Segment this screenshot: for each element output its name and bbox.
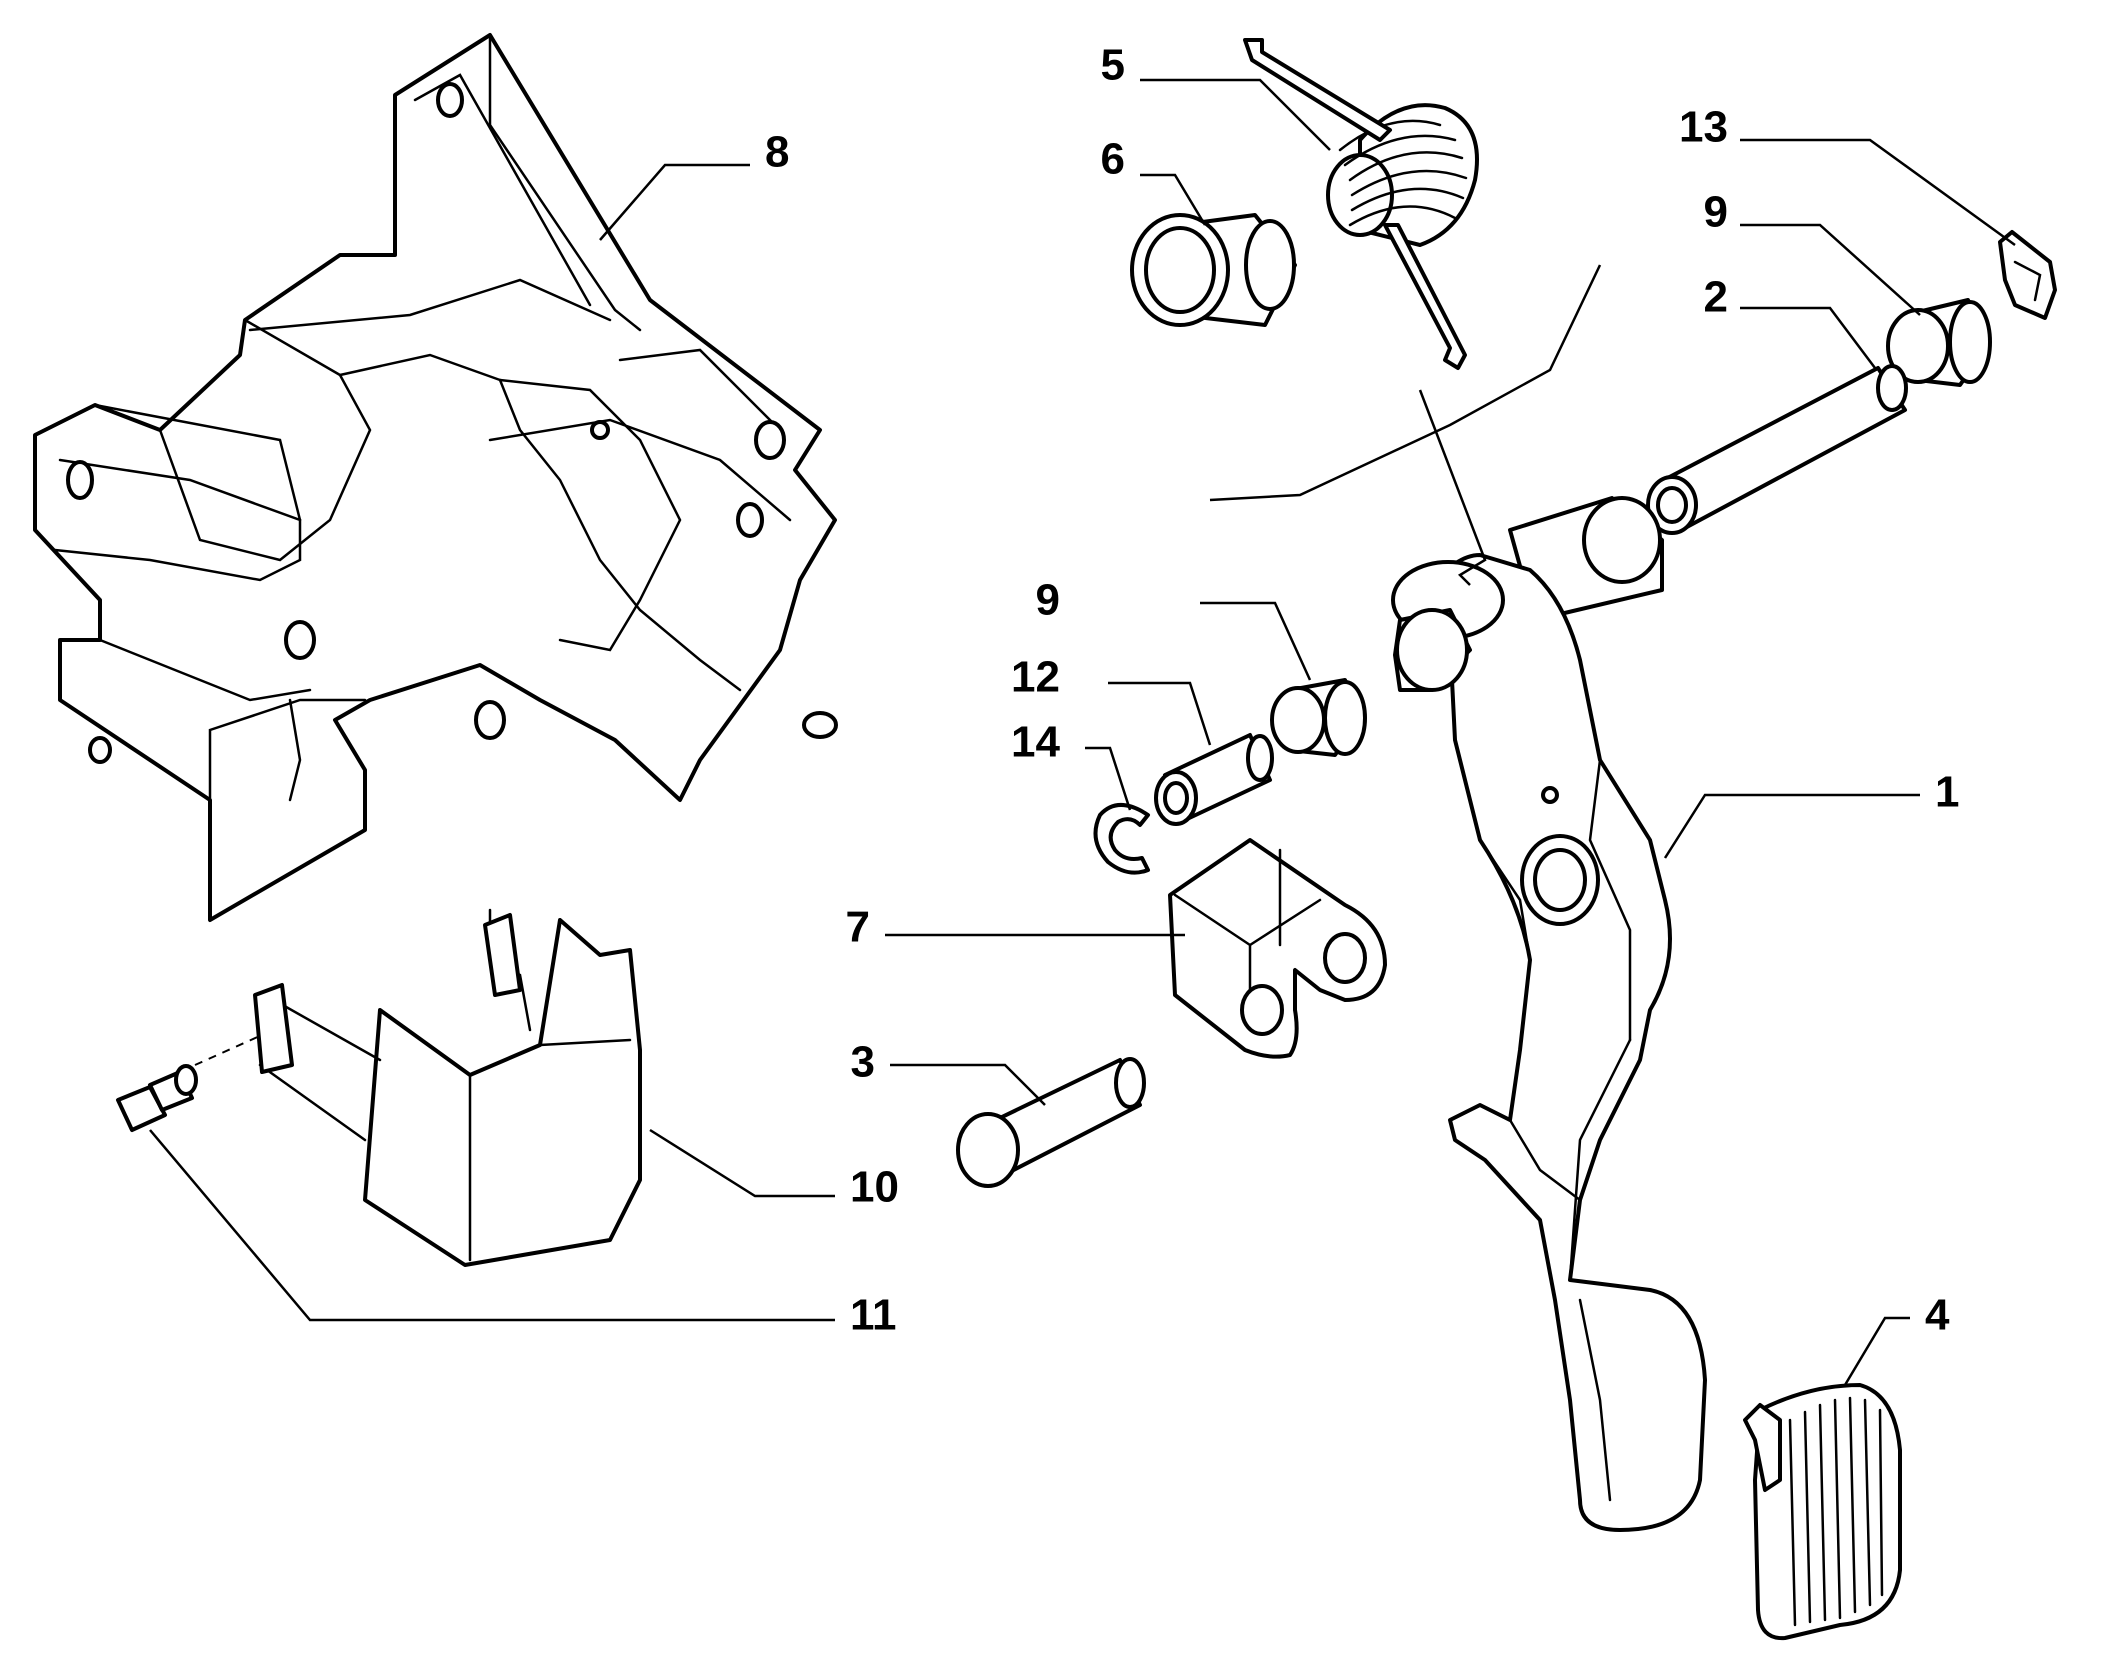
part-8-pedal-bracket — [33, 33, 838, 922]
part-13-clip — [1998, 230, 2057, 320]
callout-8: 8 — [765, 128, 789, 177]
part-2-pivot-shaft — [1646, 364, 1908, 535]
callout-11: 11 — [850, 1291, 897, 1340]
part-12-sleeve — [1154, 733, 1274, 826]
callout-labels: 1 2 3 4 5 6 7 8 9 9 10 11 12 13 14 — [765, 41, 1959, 1340]
callout-10: 10 — [850, 1163, 899, 1212]
callout-13: 13 — [1679, 103, 1728, 152]
part-10-cover — [253, 908, 642, 1267]
part-6-bushing — [1130, 213, 1297, 327]
leader-lines — [149, 78, 2016, 1386]
callout-14: 14 — [1011, 718, 1060, 767]
callout-5: 5 — [1101, 41, 1125, 90]
part-9-bushing-upper — [1886, 298, 1992, 387]
part-11-bolt — [116, 1034, 263, 1132]
callout-6: 6 — [1101, 135, 1125, 184]
callout-12: 12 — [1011, 653, 1060, 702]
part-4-pedal-pad — [1743, 1383, 1902, 1641]
part-14-circlip — [1093, 803, 1150, 875]
part-5-return-spring — [1243, 38, 1479, 370]
callout-1: 1 — [1935, 768, 1959, 817]
part-1-pedal-arm — [1391, 496, 1707, 1532]
callout-9-upper: 9 — [1704, 188, 1728, 237]
callout-4: 4 — [1925, 1291, 1950, 1340]
callout-9-lower: 9 — [1036, 576, 1060, 625]
part-9-bushing-lower — [1270, 678, 1367, 757]
callout-2: 2 — [1704, 273, 1728, 322]
part-7-clevis-fork — [1168, 838, 1387, 1059]
callout-7: 7 — [846, 903, 870, 952]
callout-3: 3 — [851, 1038, 875, 1087]
part-3-clevis-pin — [956, 1057, 1146, 1188]
